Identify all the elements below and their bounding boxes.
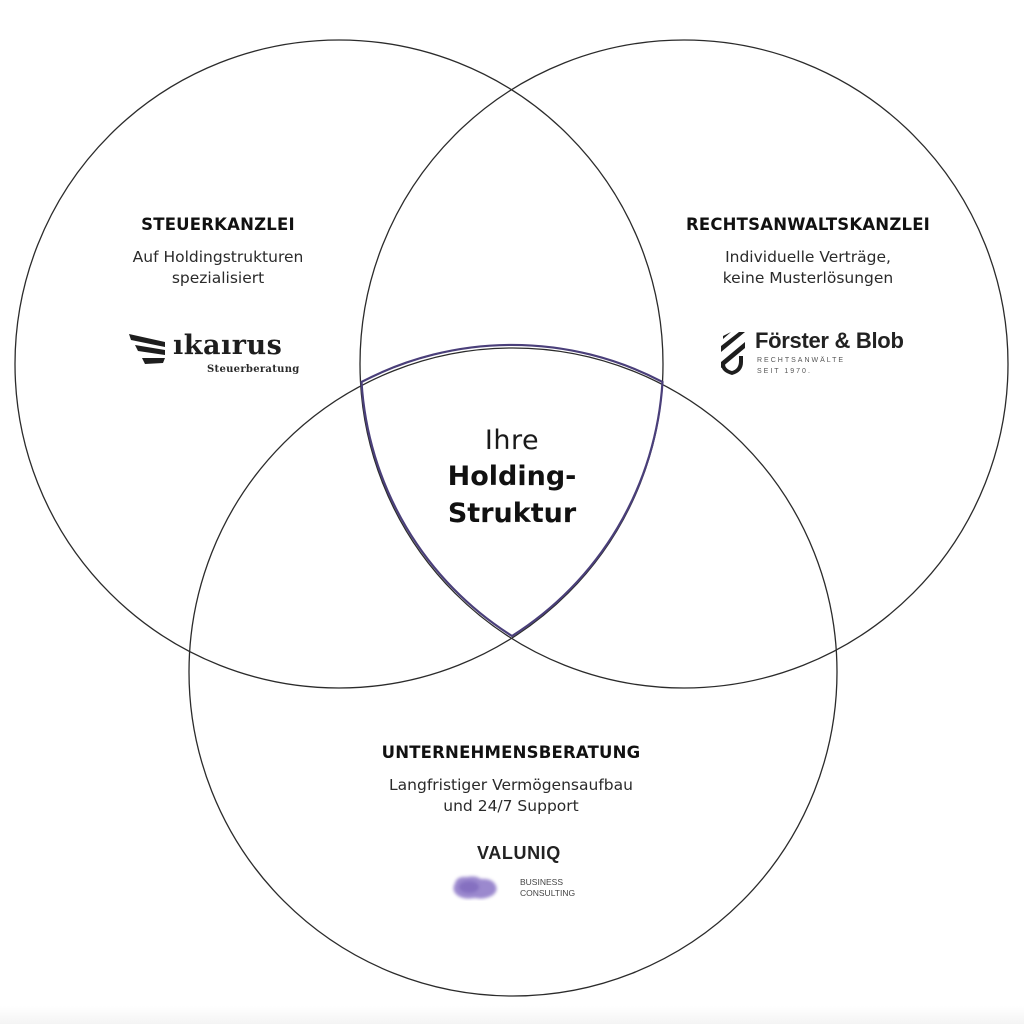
logo-valuniq: VALUNIQ BUSINESS CONSULTING	[445, 843, 595, 907]
center-line-2: Holding-	[447, 461, 577, 492]
ikairus-subtitle: Steuerberatung	[207, 364, 300, 375]
desc-rechtsanwaltskanzlei: Individuelle Verträge, keine Musterlösun…	[686, 247, 930, 289]
center-line-1: Ihre	[484, 425, 540, 456]
circle-rechtsanwaltskanzlei	[359, 39, 1009, 689]
desc-line-1: Langfristiger Vermögensaufbau	[389, 776, 633, 794]
desc-line-2: keine Musterlösungen	[722, 269, 894, 287]
logo-forster-blob: Förster & Blob RECHTSANWÄLTE SEIT 1970.	[717, 328, 907, 378]
desc-line-2: spezialisiert	[171, 269, 265, 287]
valuniq-subtitle: BUSINESS CONSULTING	[520, 877, 575, 899]
bottom-fade	[0, 1006, 1024, 1024]
circle-unternehmensberatung	[188, 347, 838, 997]
valuniq-wordmark: VALUNIQ	[477, 843, 561, 863]
valuniq-subtitle-2: CONSULTING	[520, 888, 576, 898]
heading-steuerkanzlei: STEUERKANZLEI	[141, 215, 295, 234]
heading-unternehmensberatung: UNTERNEHMENSBERATUNG	[381, 743, 641, 762]
forster-subtitle-2: SEIT 1970.	[757, 368, 812, 375]
circle-steuerkanzlei	[14, 39, 664, 689]
center-line-3: Struktur	[447, 498, 577, 529]
desc-unternehmensberatung: Langfristiger Vermögensaufbau und 24/7 S…	[382, 775, 641, 817]
desc-line-2: und 24/7 Support	[443, 797, 579, 815]
desc-steuerkanzlei: Auf Holdingstrukturen spezialisiert	[133, 247, 304, 289]
ikairus-wordmark: ıkaırus	[173, 330, 283, 361]
watercolor-blob-icon	[453, 876, 497, 899]
center-intersection-outline	[360, 343, 664, 638]
desc-line-1: Individuelle Verträge,	[725, 248, 891, 266]
section-unternehmensberatung: UNTERNEHMENSBERATUNG Langfristiger Vermö…	[382, 743, 641, 817]
forster-subtitle-1: RECHTSANWÄLTE	[757, 357, 846, 364]
wing-stripes-icon	[129, 334, 165, 364]
center-label: Ihre Holding- Struktur	[448, 424, 577, 532]
desc-line-1: Auf Holdingstrukturen	[132, 248, 304, 266]
forster-wordmark: Förster & Blob	[755, 328, 904, 353]
striped-shield-icon	[721, 332, 745, 375]
heading-rechtsanwaltskanzlei: RECHTSANWALTSKANZLEI	[685, 215, 931, 234]
section-rechtsanwaltskanzlei: RECHTSANWALTSKANZLEI Individuelle Verträ…	[686, 215, 930, 289]
section-steuerkanzlei: STEUERKANZLEI Auf Holdingstrukturen spez…	[133, 215, 304, 289]
valuniq-subtitle-1: BUSINESS	[520, 877, 563, 887]
logo-ikairus: ıkaırus Steuerberatung	[129, 330, 299, 379]
